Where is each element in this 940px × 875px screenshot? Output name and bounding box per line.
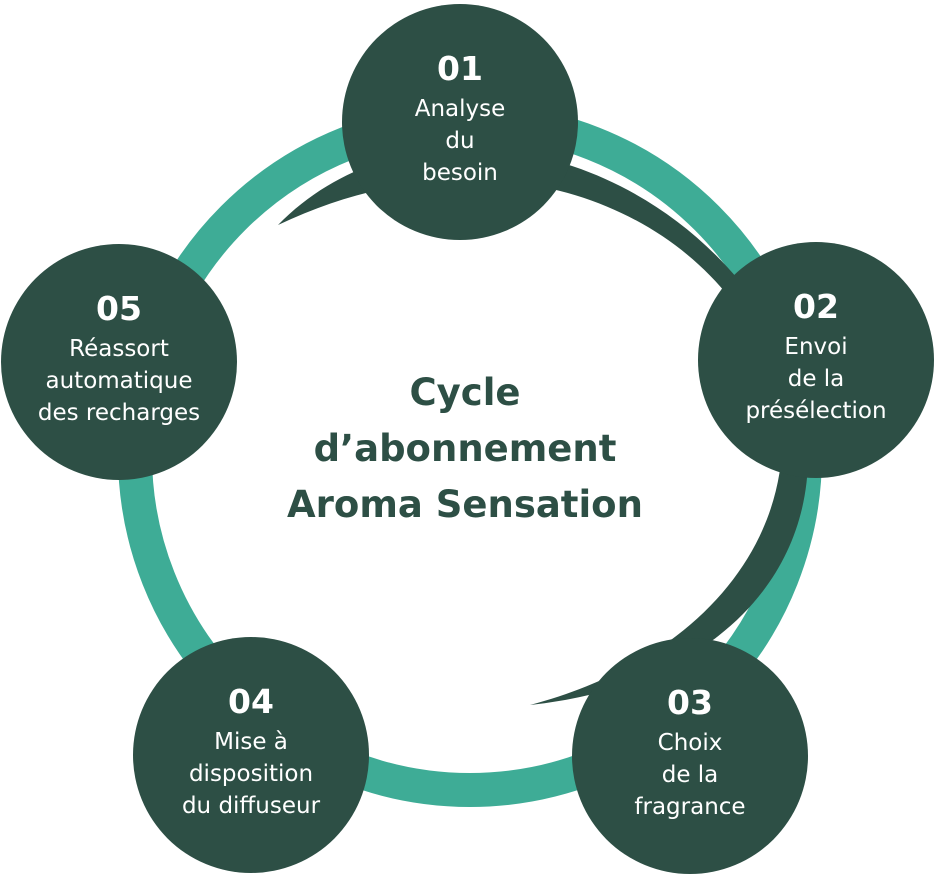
step-label-line: présélection <box>745 398 887 424</box>
title-line-3: Aroma Sensation <box>287 483 643 526</box>
step-label-line: Réassort <box>69 336 169 362</box>
step-node-02: 02 Envoi de la présélection <box>698 242 934 478</box>
step-number: 01 <box>437 49 483 88</box>
step-number: 05 <box>96 289 142 328</box>
step-node-05: 05 Réassort automatique des recharges <box>1 244 237 480</box>
title-line-2: d’abonnement <box>313 427 617 470</box>
step-label-line: besoin <box>422 160 498 186</box>
step-label-line: disposition <box>188 761 314 787</box>
step-label-line: fragrance <box>634 794 746 820</box>
step-number: 04 <box>228 682 274 721</box>
step-label-line: Mise à <box>214 729 288 755</box>
step-label-line: des recharges <box>37 400 201 426</box>
step-label-line: Analyse <box>414 96 506 122</box>
step-label-line: du <box>445 128 475 154</box>
step-node-04: 04 Mise à disposition du diffuseur <box>133 637 369 873</box>
step-node-03: 03 Choix de la fragrance <box>572 638 808 874</box>
step-number: 03 <box>667 683 713 722</box>
step-node-01: 01 Analyse du besoin <box>342 4 578 240</box>
title-line-1: Cycle <box>409 371 521 414</box>
step-number: 02 <box>793 287 839 326</box>
step-label-line: automatique <box>45 368 193 394</box>
step-label-line: de la <box>661 762 719 788</box>
step-label-line: de la <box>787 366 845 392</box>
step-label-line: Envoi <box>784 334 848 360</box>
step-label-line: du diffuseur <box>181 793 321 819</box>
cycle-title: Cycle d’abonnement Aroma Sensation <box>250 365 680 533</box>
step-label-line: Choix <box>657 730 723 756</box>
